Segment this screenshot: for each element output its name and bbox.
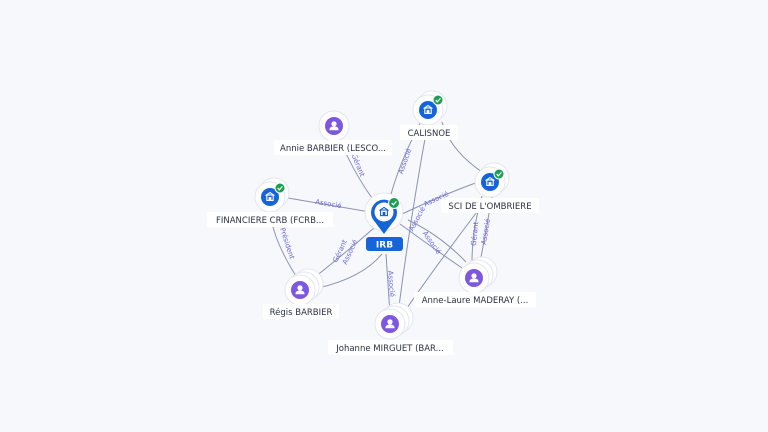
node-label: Anne-Laure MADERAY (... (422, 296, 529, 306)
edge-label: Associé (315, 198, 342, 210)
edge-financiere-irb (287, 197, 371, 213)
node-johanne[interactable]: Johanne MIRGUET (BAR... (328, 302, 453, 355)
node-label: Johanne MIRGUET (BAR... (335, 344, 444, 354)
node-sci[interactable]: SCI DE L'OMBRIERE (441, 162, 539, 213)
edge-label: Président (278, 227, 296, 261)
edge-label: Associé (480, 218, 492, 245)
edge-label: Gérant (470, 221, 480, 246)
node-anne[interactable]: Anne-Laure MADERAY (... (414, 256, 536, 307)
edge-label: Associé (397, 148, 414, 176)
edge-sci-johanne (399, 199, 487, 319)
edge-label: Associé (386, 270, 396, 297)
node-annie[interactable]: Annie BARBIER (LESCO... (274, 110, 392, 155)
center-node-irb[interactable]: IRB (364, 192, 404, 251)
node-financiere[interactable]: FINANCIERE CRB (FCRB... (207, 177, 333, 227)
check-icon (388, 197, 400, 209)
edge-sci-irb (401, 181, 479, 215)
center-label-badge (366, 237, 403, 251)
edge-johanne-irb (385, 253, 391, 315)
edge-anne-irb (399, 223, 463, 269)
node-label: FINANCIERE CRB (FCRB... (216, 216, 324, 226)
check-icon (432, 94, 444, 106)
node-label: CALISNOE (408, 129, 451, 139)
node-label: Régis BARBIER (270, 307, 333, 318)
center-building-icon (379, 206, 389, 217)
edge-anne-irb-2 (407, 219, 467, 263)
node-regis[interactable]: Régis BARBIER (263, 268, 339, 319)
check-icon (493, 168, 505, 180)
edge-regis-irb-2 (317, 253, 383, 289)
center-label: IRB (376, 241, 393, 251)
edges (269, 117, 493, 319)
node-label: Annie BARBIER (LESCO... (280, 144, 386, 154)
check-icon (274, 182, 286, 194)
edge-calisnoe-johanne (397, 121, 429, 315)
node-label: SCI DE L'OMBRIERE (448, 202, 531, 212)
node-calisnoe[interactable]: CALISNOE (400, 90, 458, 140)
